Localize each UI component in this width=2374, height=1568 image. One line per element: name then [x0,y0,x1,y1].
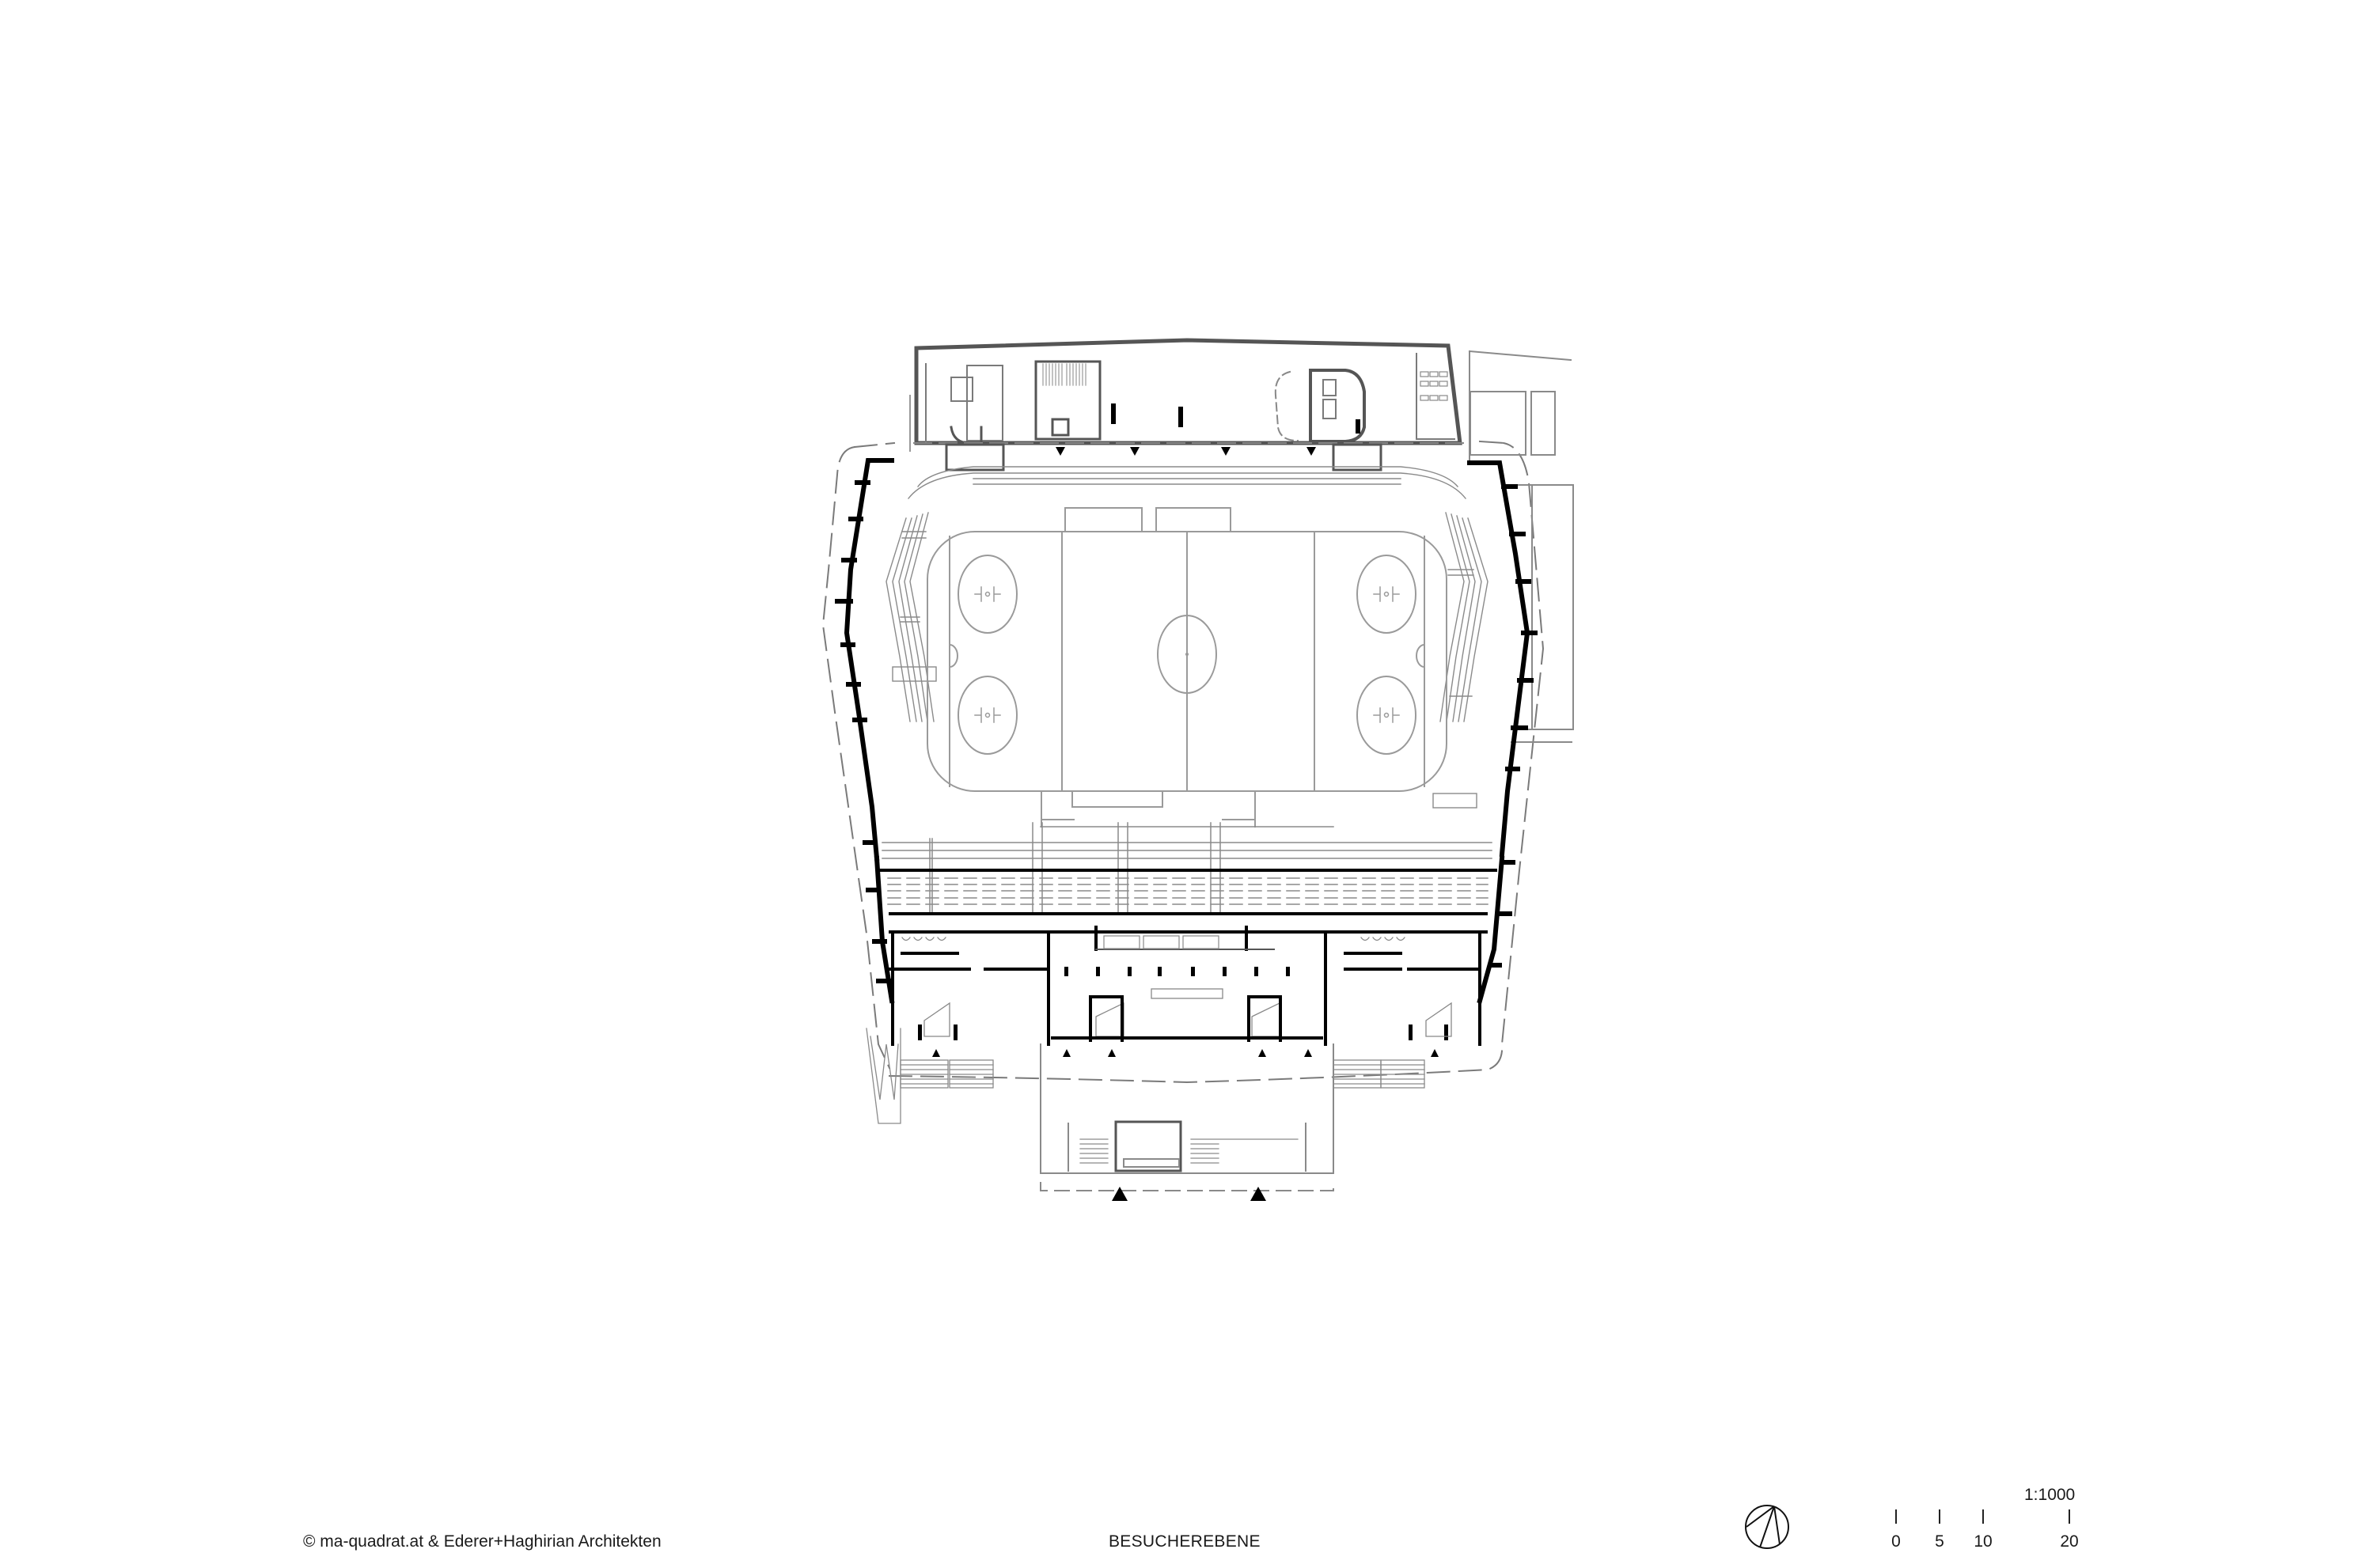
north-annex [909,338,1465,472]
south-grandstand [882,822,1492,915]
east-adjacent-building [1468,350,1574,743]
scale-ratio: 1:1000 [2024,1486,2076,1504]
drawing-title: BESUCHEREBENE [1109,1532,1261,1551]
hall-stairs [923,988,1452,1037]
entrance-forecourt [1040,1043,1334,1191]
south-service-rooms [889,926,1488,1046]
scale-label-10: 10 [1974,1532,1993,1551]
north-arrow-icon [1745,1505,1789,1549]
scale-tick [1895,1509,1897,1524]
sanitary-fixtures [901,935,1405,949]
seating-tiers [886,466,1488,809]
scale-label-5: 5 [1935,1532,1944,1551]
copyright-credit: © ma-quadrat.at & Ederer+Haghirian Archi… [303,1532,662,1551]
columns [918,967,1448,1040]
site-boundary-dashed [821,440,1545,1084]
scale-tick [2069,1509,2070,1524]
entrance-markers [932,1049,1439,1201]
scale-label-20: 20 [2060,1532,2079,1551]
scale-tick [1982,1509,1984,1524]
scale-tick [1939,1509,1940,1524]
exterior-stairs [866,1028,1425,1124]
ice-rink [927,507,1447,828]
scale-label-0: 0 [1891,1532,1901,1551]
arena-structural-walls [835,458,1538,1004]
